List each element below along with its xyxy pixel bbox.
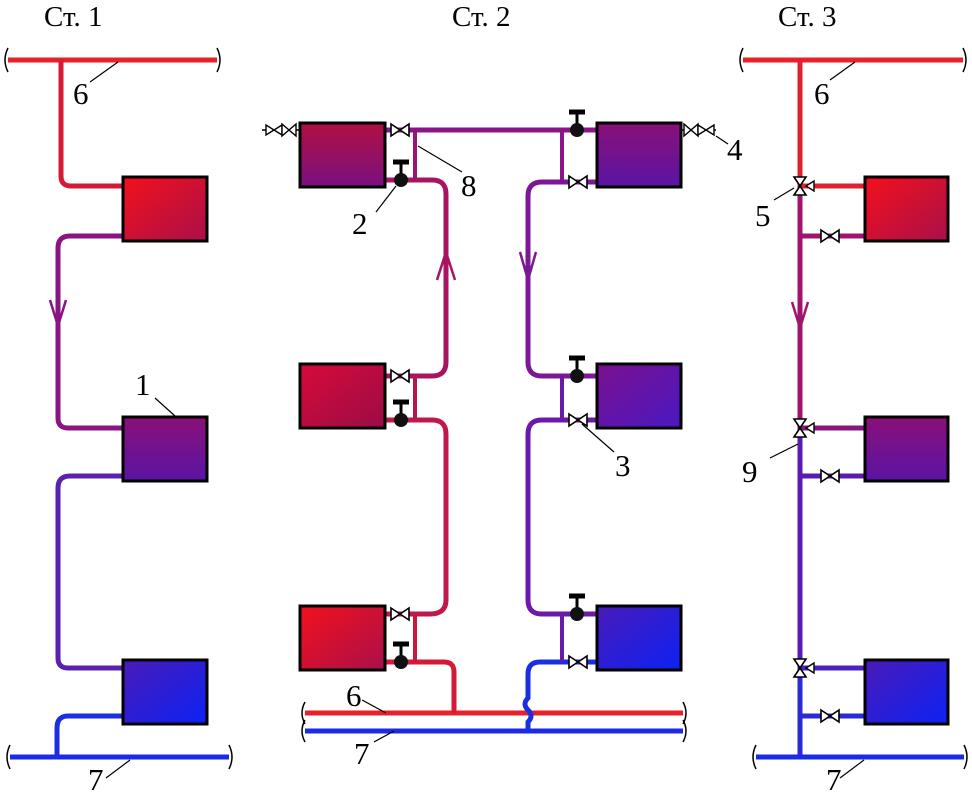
radiator: [121, 415, 209, 483]
column-title-3: Ст. 3: [778, 1, 836, 33]
drain-valve-icon: [265, 122, 297, 138]
column-2: [262, 112, 729, 743]
radiator: [595, 362, 683, 430]
callout-shutoff-valve: 3: [615, 448, 631, 483]
air-valve-icon: [569, 596, 585, 621]
callout-return-main: 7: [88, 762, 104, 793]
callout-bypass: 8: [461, 168, 477, 203]
radiator: [595, 121, 683, 189]
drain-valve-icon: [683, 122, 715, 138]
radiator: [863, 415, 950, 483]
shutoff-valve-icon: [820, 709, 840, 723]
callout-return-main: 7: [354, 736, 370, 771]
column-3: [739, 47, 968, 779]
radiator: [298, 604, 387, 672]
shutoff-valve-icon: [820, 229, 840, 243]
radiator: [595, 604, 683, 672]
radiator: [863, 658, 950, 726]
callout-three-way-valve: 5: [755, 198, 771, 233]
radiator: [121, 658, 209, 726]
shutoff-valve-icon: [568, 655, 588, 669]
radiator: [121, 175, 209, 243]
shutoff-valve-icon: [568, 175, 588, 189]
callout-drain-valve: 4: [727, 132, 743, 167]
shutoff-valve-icon: [568, 413, 588, 427]
shutoff-valve-icon: [390, 607, 410, 621]
shutoff-valve-icon: [390, 369, 410, 383]
air-valve-icon: [569, 358, 585, 383]
column-1: [4, 47, 233, 779]
callout-radiator: 1: [135, 367, 151, 402]
radiator: [863, 175, 950, 243]
callout-supply-main: 6: [814, 76, 830, 111]
three-way-valve-icon: [793, 658, 815, 678]
callout-air-valve: 2: [352, 206, 368, 241]
three-way-valve-icon: [793, 176, 815, 196]
column-title-2: Ст. 2: [452, 1, 510, 33]
shutoff-valve-icon: [820, 469, 840, 483]
air-valve-icon: [569, 112, 585, 137]
callout-supply-main: 6: [73, 76, 89, 111]
callout-return-main: 7: [826, 762, 842, 793]
air-valve-icon: [393, 402, 409, 427]
radiator: [298, 362, 387, 430]
callout-supply-main: 6: [346, 678, 362, 713]
three-way-valve-icon: [793, 418, 815, 438]
radiator: [298, 121, 387, 189]
shutoff-valve-icon: [390, 123, 410, 137]
column-title-1: Ст. 1: [44, 1, 102, 33]
air-valve-icon: [393, 644, 409, 669]
air-valve-icon: [393, 162, 409, 187]
callout-riser: 9: [742, 454, 758, 489]
